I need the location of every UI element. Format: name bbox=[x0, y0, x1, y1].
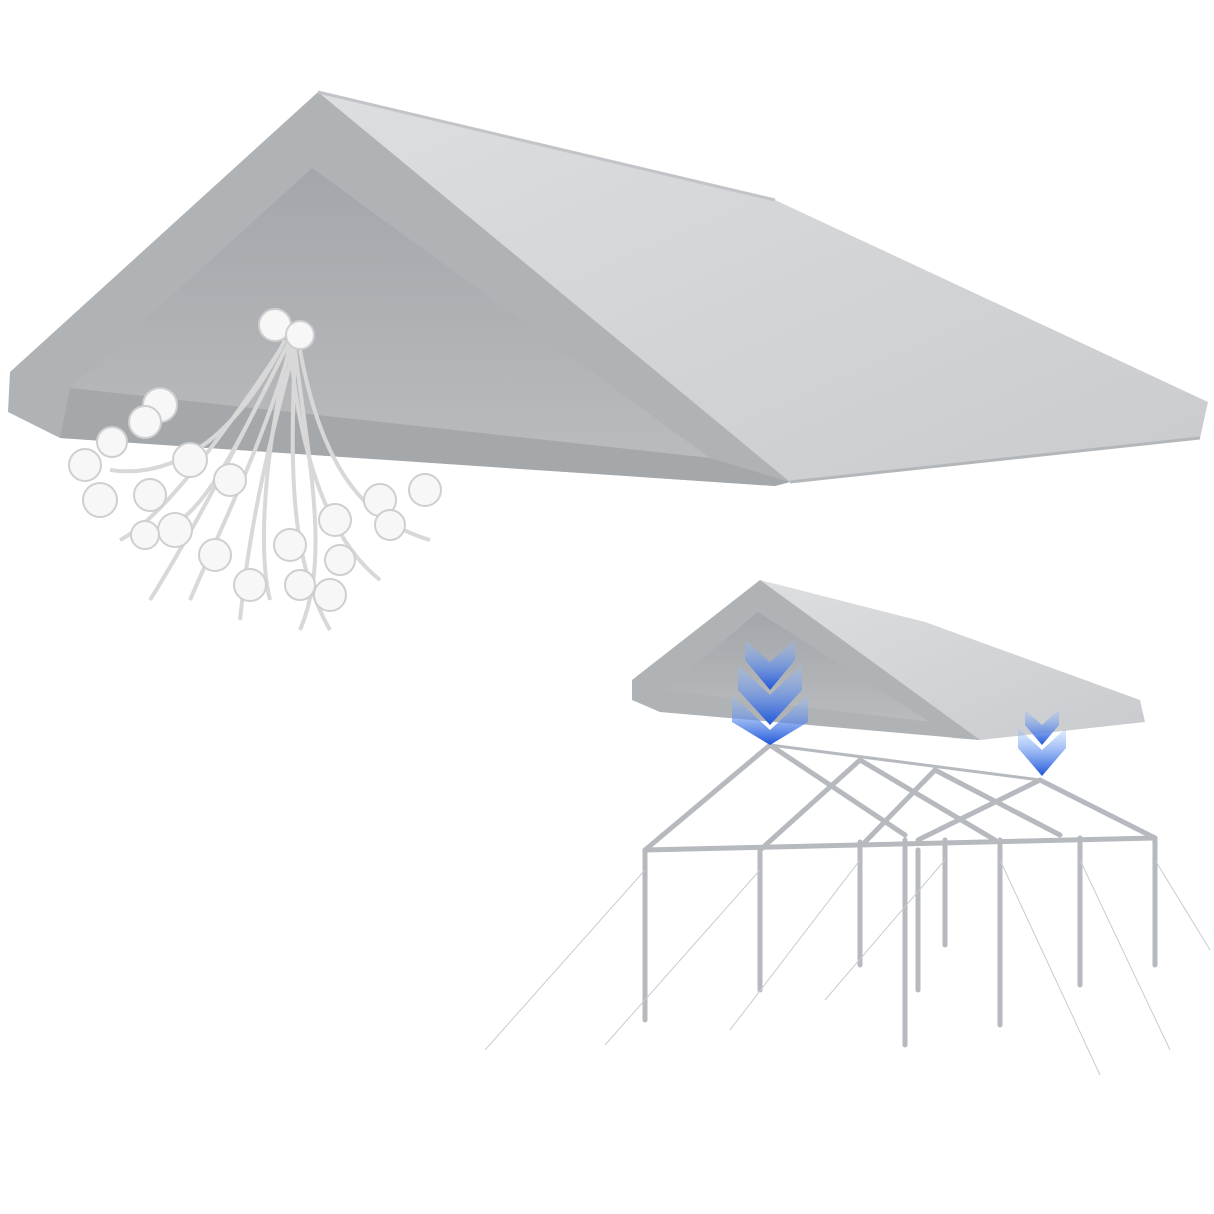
canopy-gable-underside bbox=[70, 168, 710, 458]
bungee-balls bbox=[68, 308, 442, 612]
inset-canopy bbox=[632, 580, 1145, 740]
canopy-frame bbox=[642, 741, 1158, 1048]
canopy-back-valance bbox=[60, 388, 790, 486]
install-arrow-icon-2 bbox=[1018, 710, 1066, 776]
canopy-eave-line bbox=[789, 436, 1201, 484]
main-canopy-cover bbox=[8, 90, 1208, 486]
guy-ropes bbox=[484, 859, 1211, 1076]
install-arrow-icon bbox=[732, 640, 808, 745]
canopy-right-roof bbox=[318, 92, 1208, 482]
canopy-ridge-line bbox=[317, 90, 776, 202]
